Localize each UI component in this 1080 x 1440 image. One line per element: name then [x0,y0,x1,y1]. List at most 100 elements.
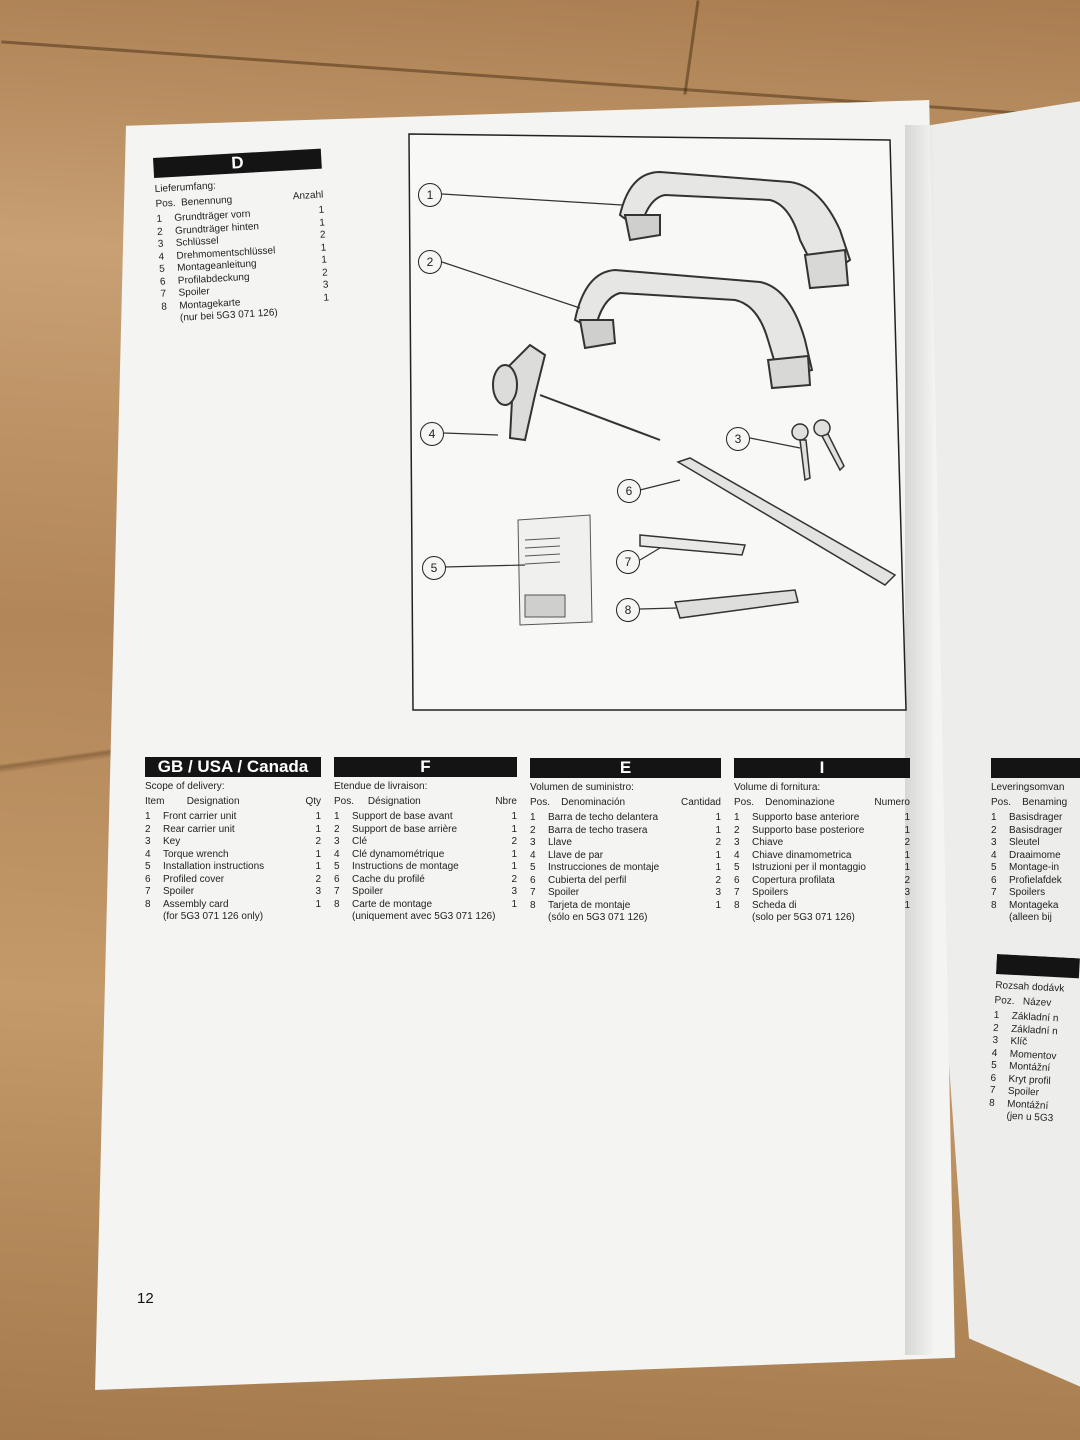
list-cz-col-pos: Poz. [994,994,1015,1007]
list-nl-title: Leveringsomvan [991,782,1065,793]
list-cz-header-bar [995,954,1080,981]
callout-2: 2 [418,250,442,274]
list-e-col-name: Denominación [561,797,626,808]
list-i: I Volume di fornitura: Pos. Denominazion… [734,758,910,924]
callout-8: 8 [616,598,640,622]
list-gb-header: GB / USA / Canada [145,757,321,777]
torque-wrench-drawing [492,343,661,442]
spoiler-drawing [639,534,746,556]
rear-carrier-unit-drawing [573,268,814,390]
list-f-col-qty: Nbre [495,796,517,807]
list-gb-title: Scope of delivery: [145,781,225,792]
list-i-title: Volume di fornitura: [734,782,821,793]
list-nl-header-bar [991,758,1080,778]
installation-instructions-drawing [517,514,593,626]
list-f: F Etendue de livraison: Pos. Désignation… [334,757,517,923]
list-gb-column-headers: Item Designation Qty [145,796,321,807]
keys-drawing [791,419,845,482]
list-nl-col-pos: Pos. [991,797,1012,808]
callout-4: 4 [420,422,444,446]
list-f-column-headers: Pos. Désignation Nbre [334,796,517,807]
list-f-note: (uniquement avec 5G3 071 126) [352,911,496,922]
list-e-title: Volumen de suministro: [530,782,634,793]
list-e-header: E [530,758,721,778]
list-d-col-name: Benennung [180,194,233,209]
list-cz-title: Rozsah dodávk [995,979,1065,995]
page-gutter-shadow [905,125,935,1355]
list-gb: GB / USA / Canada Scope of delivery: Ite… [145,757,321,923]
list-f-col-name: Désignation [367,796,421,807]
front-carrier-unit-drawing [618,170,852,290]
callout-1: 1 [418,183,442,207]
list-e: E Volumen de suministro: Pos. Denominaci… [530,758,721,924]
list-i-header: I [734,758,910,778]
list-cz-col-name: Název [1022,996,1052,1009]
list-nl-column-headers: Pos. Benaming [991,797,1080,808]
profiled-cover-drawing [676,457,897,586]
callout-7: 7 [616,550,640,574]
list-gb-col-qty: Qty [305,796,321,807]
list-gb-note: (for 5G3 071 126 only) [163,911,264,922]
list-nl-col-name: Benaming [1022,797,1068,808]
list-nl-note: (alleen bij [1009,912,1052,923]
list-e-col-pos: Pos. [530,797,551,808]
list-i-note: (solo per 5G3 071 126) [752,912,855,923]
list-i-col-name: Denominazione [765,797,835,808]
list-e-col-qty: Cantidad [680,797,721,808]
list-e-column-headers: Pos. Denominación Cantidad [530,797,721,808]
list-d-col-qty: Anzahl [292,189,324,203]
list-f-header: F [334,757,517,777]
list-gb-col-name: Designation [186,796,240,807]
list-f-col-pos: Pos. [334,796,355,807]
assembly-card-drawing [674,589,799,619]
callout-3: 3 [726,427,750,451]
page-number: 12 [137,1290,154,1307]
list-e-note: (sólo en 5G3 071 126) [548,912,648,923]
list-cz-column-headers: Poz. Název [994,995,1077,1010]
list-i-col-pos: Pos. [734,797,755,808]
callout-5: 5 [422,556,446,580]
list-i-col-qty: Numero [874,797,910,808]
